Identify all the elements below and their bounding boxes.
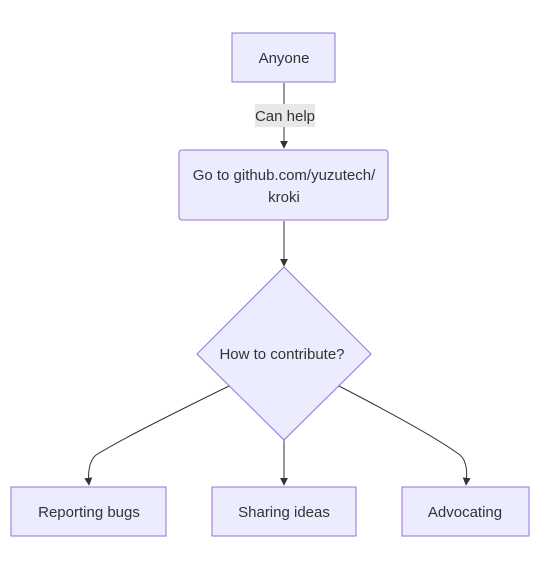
node-label-line-1: Go to github.com/yuzutech/ bbox=[193, 167, 376, 184]
node-box bbox=[401, 486, 530, 537]
node-anyone: Anyone bbox=[231, 32, 336, 83]
edge-line bbox=[84, 385, 230, 486]
node-label: Anyone bbox=[259, 50, 310, 67]
node-label: Reporting bugs bbox=[38, 504, 140, 521]
decision-diamond bbox=[196, 266, 372, 441]
node-box bbox=[178, 149, 389, 221]
node-sharing-ideas: Sharing ideas bbox=[211, 486, 357, 537]
node-label: Advocating bbox=[428, 504, 502, 521]
node-box bbox=[10, 486, 167, 537]
node-advocating: Advocating bbox=[401, 486, 530, 537]
edge-decision-to-advocating bbox=[338, 385, 471, 486]
node-decision: How to contribute? bbox=[196, 266, 372, 441]
edge-anyone-to-github: Can help bbox=[255, 83, 315, 149]
edge-line bbox=[338, 385, 471, 486]
node-box bbox=[231, 32, 336, 83]
node-github: Go to github.com/yuzutech/ kroki bbox=[178, 149, 389, 221]
node-box bbox=[211, 486, 357, 537]
edge-decision-to-bugs bbox=[84, 385, 230, 486]
edge-label-background bbox=[255, 104, 315, 127]
node-label: Sharing ideas bbox=[238, 504, 330, 521]
node-label-line-2: kroki bbox=[268, 189, 300, 206]
edge-label-can-help: Can help bbox=[255, 108, 315, 125]
node-reporting-bugs: Reporting bugs bbox=[10, 486, 167, 537]
node-label: How to contribute? bbox=[219, 346, 344, 363]
